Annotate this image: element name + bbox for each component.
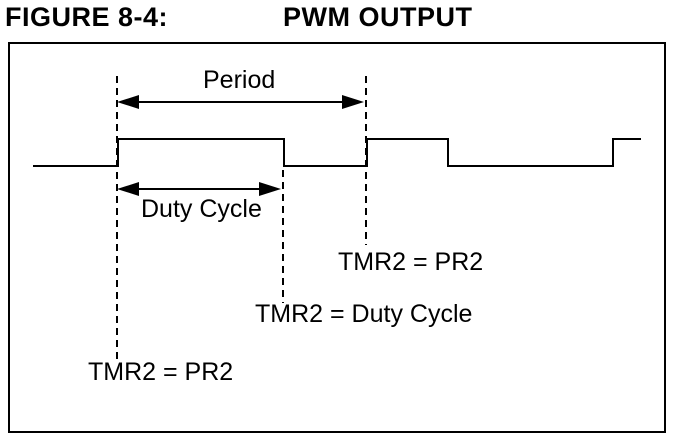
- duty-cycle-arrow-left-arrowhead-icon: [117, 182, 139, 196]
- duty-cycle-label: Duty Cycle: [141, 195, 262, 223]
- event-label-duty-match: TMR2 = Duty Cycle: [255, 300, 473, 328]
- dashed-marker-period-start: [116, 76, 118, 360]
- period-arrow-left-arrowhead-icon: [117, 95, 139, 109]
- period-label: Period: [203, 66, 276, 94]
- figure-frame: [8, 42, 666, 433]
- waveform-low-segment-2: [283, 165, 368, 167]
- waveform-falling-edge-1: [283, 138, 285, 167]
- figure-title: PWM OUTPUT: [283, 2, 473, 32]
- period-arrow-line: [136, 101, 348, 103]
- duty-cycle-arrow-right-arrowhead-icon: [259, 182, 281, 196]
- period-arrow-right-arrowhead-icon: [342, 95, 364, 109]
- waveform-rising-edge-1: [117, 138, 119, 167]
- waveform-high-segment-2: [366, 138, 449, 140]
- waveform-low-segment-3: [447, 165, 614, 167]
- waveform-high-segment-3: [612, 138, 641, 140]
- event-label-period-end: TMR2 = PR2: [338, 248, 484, 276]
- waveform-rising-edge-2: [366, 138, 368, 167]
- dashed-marker-duty-match: [282, 170, 284, 303]
- waveform-falling-edge-2: [447, 138, 449, 167]
- event-label-period-start: TMR2 = PR2: [88, 358, 234, 386]
- waveform-rising-edge-3: [612, 138, 614, 167]
- duty-cycle-arrow-line: [136, 188, 262, 190]
- waveform-low-segment-1: [33, 165, 119, 167]
- figure-number-label: FIGURE 8-4:: [5, 2, 169, 32]
- waveform-high-segment-1: [117, 138, 285, 140]
